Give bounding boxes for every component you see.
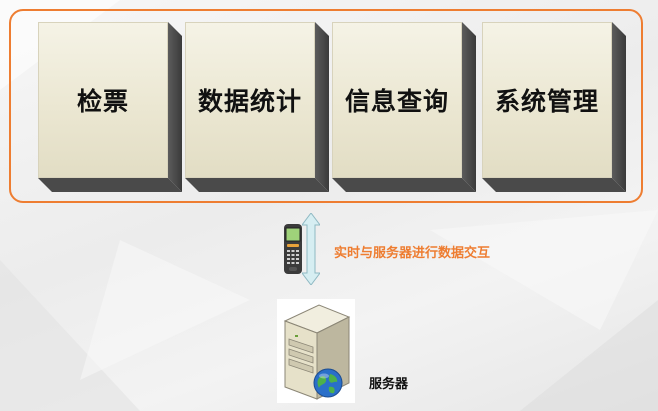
module-label: 检票 (76, 87, 129, 116)
sync-label: 实时与服务器进行数据交互 (334, 246, 491, 261)
server-label: 服务器 (369, 377, 409, 392)
module-label: 数据统计 (197, 87, 302, 116)
globe-icon (313, 368, 343, 398)
modules-frame (9, 9, 643, 203)
module-label: 系统管理 (494, 87, 599, 116)
module-tile-system-management[interactable]: 系统管理 (482, 22, 626, 192)
module-tile-info-query[interactable]: 信息查询 (332, 22, 476, 192)
server-node (277, 299, 355, 403)
module-tile-ticket-check[interactable]: 检票 (38, 22, 182, 192)
handheld-terminal-icon (284, 224, 302, 274)
module-label: 信息查询 (344, 87, 449, 116)
module-tile-data-statistics[interactable]: 数据统计 (185, 22, 329, 192)
double-arrow-icon (302, 213, 320, 285)
